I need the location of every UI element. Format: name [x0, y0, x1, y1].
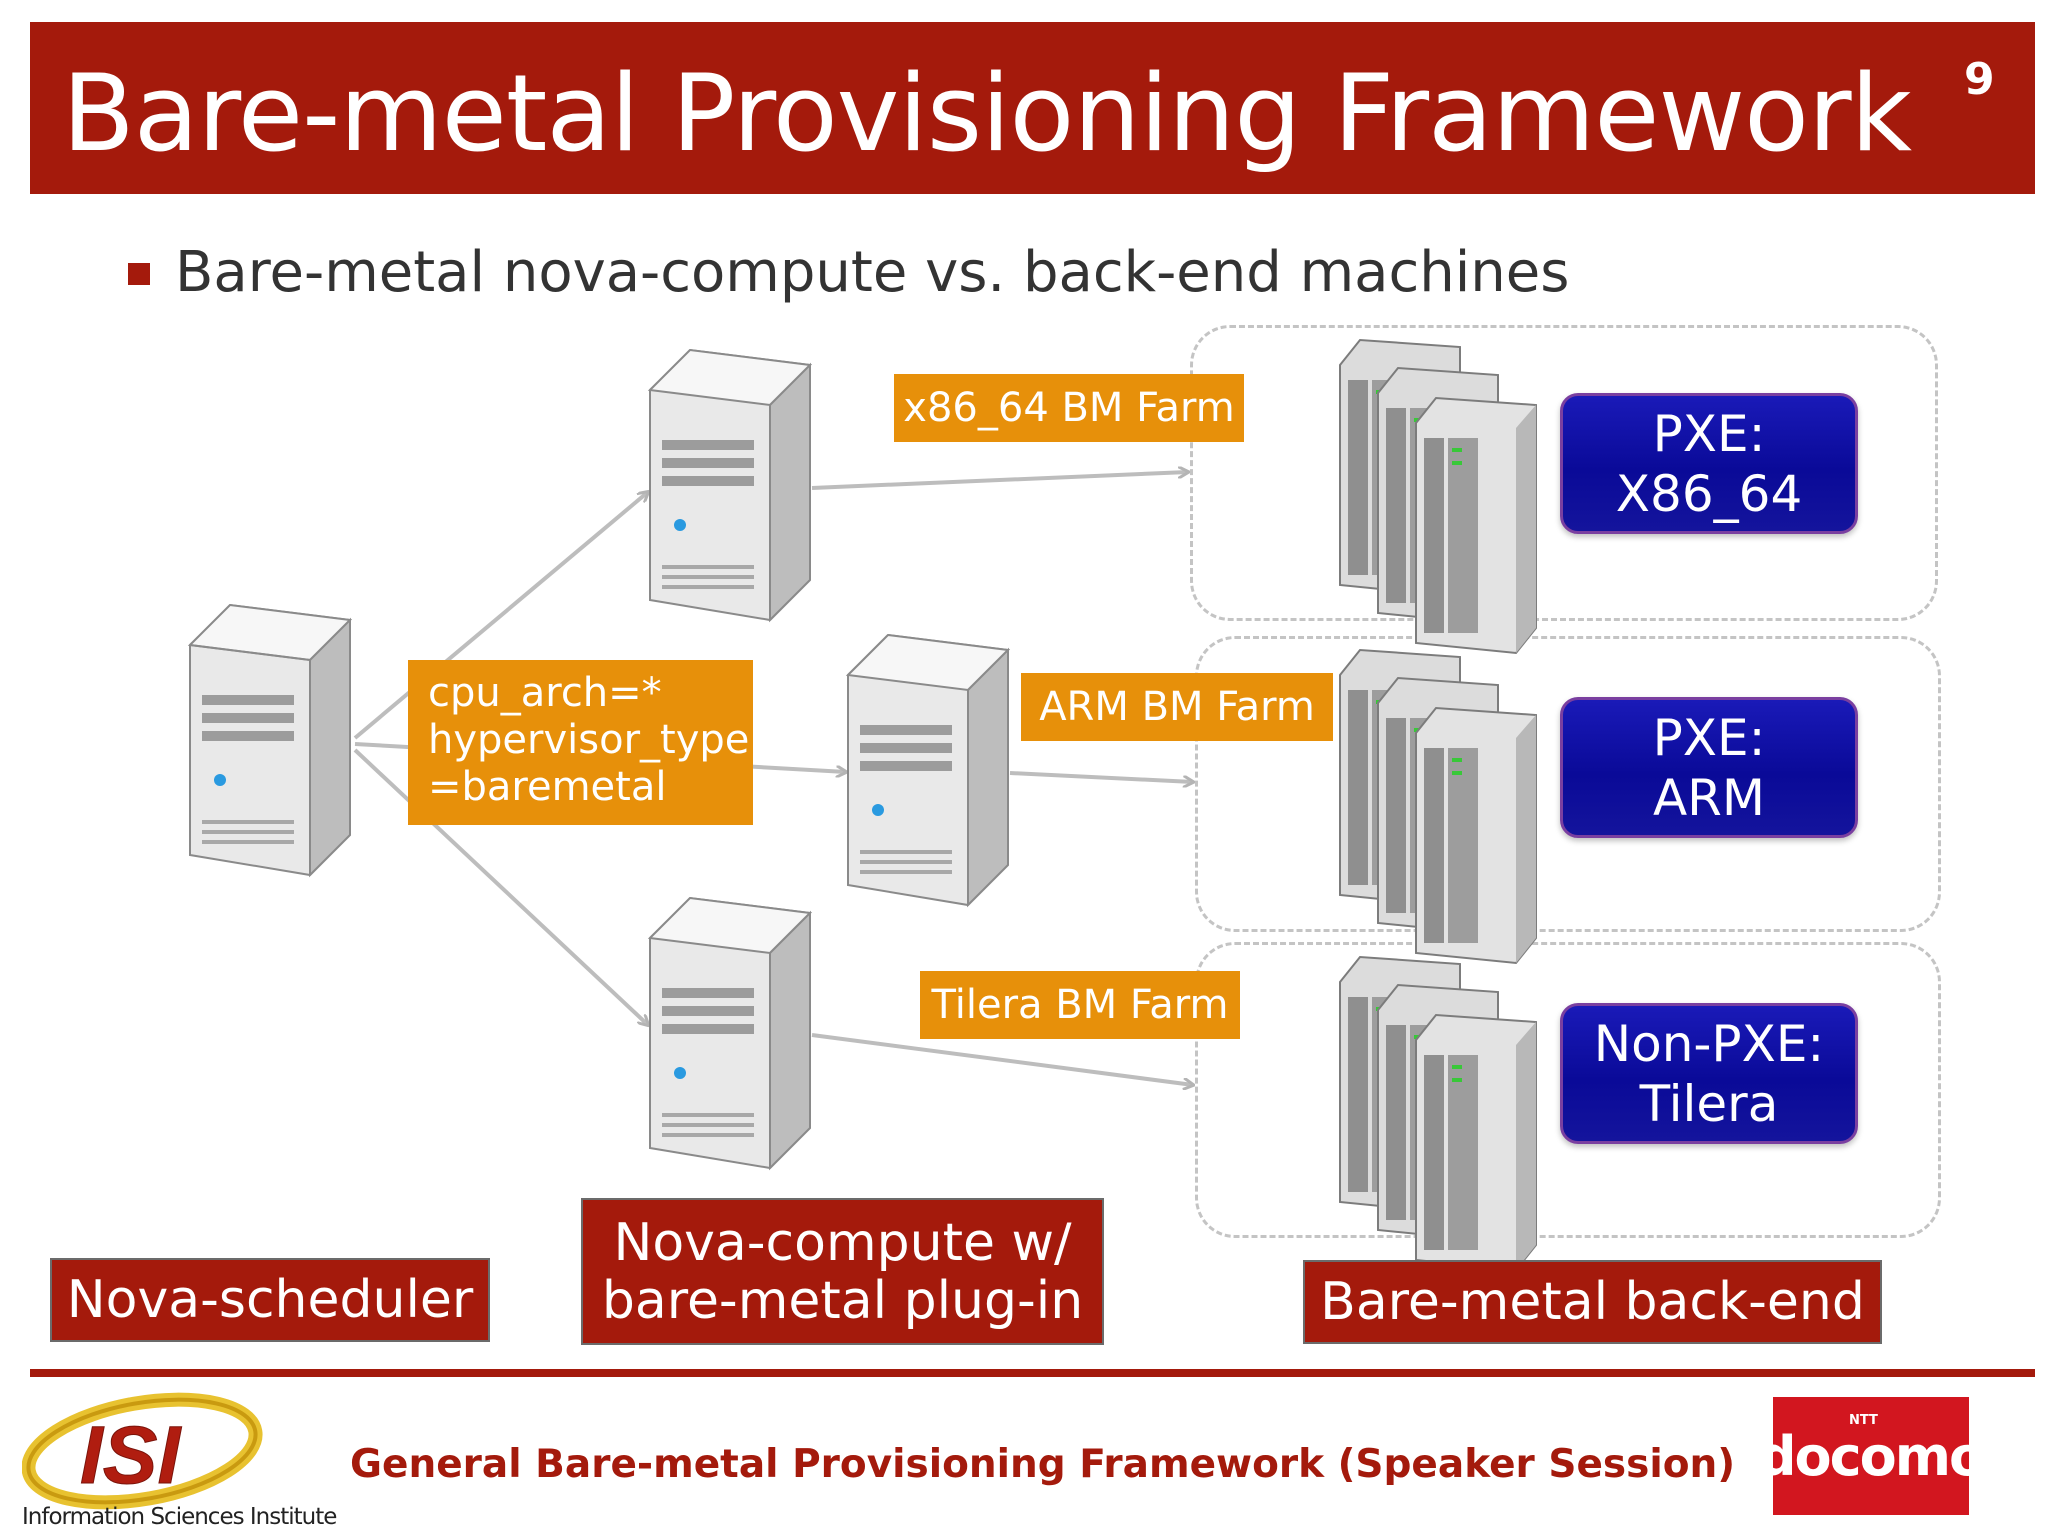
server-rack-x86-icon	[1339, 338, 1537, 655]
filter-line-cpu-arch: cpu_arch=*	[428, 670, 662, 716]
isi-institute-name: Information Sciences Institute	[22, 1504, 337, 1530]
boot-box-x86: PXE: X86_64	[1560, 393, 1858, 534]
caption-nova-scheduler-text: Nova-scheduler	[66, 1270, 474, 1330]
boot-box-tilera-line2: Tilera	[1639, 1074, 1779, 1133]
arrow-arm-compute-to-farm	[1009, 771, 1193, 782]
boot-box-arm-line1: PXE:	[1652, 708, 1766, 767]
compute-server-x86-icon	[647, 348, 813, 623]
filter-line-hypervisor: hypervisor_type	[428, 717, 750, 763]
boot-box-tilera-line1: Non-PXE:	[1593, 1014, 1825, 1073]
boot-box-tilera: Non-PXE: Tilera	[1560, 1003, 1858, 1144]
caption-bare-metal-backend-text: Bare-metal back-end	[1320, 1272, 1865, 1332]
arrow-tilera-compute-to-farm	[811, 1033, 1193, 1085]
caption-nova-compute-line2: bare-metal plug-in	[601, 1270, 1084, 1331]
docomo-logo: NTT docomo	[1758, 1397, 1986, 1515]
farm-label-arm: ARM BM Farm	[1021, 673, 1333, 741]
farm-label-tilera: Tilera BM Farm	[920, 971, 1240, 1039]
caption-nova-compute-line1: Nova-compute w/	[613, 1212, 1072, 1273]
filter-criteria-box: cpu_arch=* hypervisor_type =baremetal	[408, 660, 753, 825]
farm-group-x86	[1190, 325, 1938, 621]
arrow-x86-compute-to-farm	[811, 472, 1188, 490]
docomo-logo-text: docomo	[1757, 1424, 1986, 1488]
title-bar	[30, 22, 2035, 194]
footer-session-title: General Bare-metal Provisioning Framewor…	[350, 1442, 1736, 1487]
page-number: 9	[1964, 54, 1995, 105]
farm-label-x86: x86_64 BM Farm	[894, 374, 1244, 442]
boot-box-x86-line2: X86_64	[1615, 464, 1803, 523]
boot-box-x86-line1: PXE:	[1652, 404, 1766, 463]
boot-box-arm: PXE: ARM	[1560, 697, 1858, 838]
scheduler-server-icon	[187, 603, 353, 878]
bullet-marker	[128, 263, 150, 285]
caption-bare-metal-backend: Bare-metal back-end	[1303, 1260, 1882, 1344]
server-rack-tilera-icon	[1339, 955, 1537, 1272]
isi-logo-text: ISI	[80, 1410, 182, 1501]
caption-nova-compute: Nova-compute w/ bare-metal plug-in	[581, 1198, 1104, 1345]
server-rack-arm-icon	[1339, 648, 1537, 965]
isi-logo: ISI	[22, 1392, 263, 1510]
footer-divider	[30, 1369, 2035, 1377]
filter-line-baremetal: =baremetal	[428, 764, 667, 810]
slide-title: Bare-metal Provisioning Framework	[62, 52, 1912, 175]
farm-group-tilera	[1195, 942, 1941, 1238]
bullet-text: Bare-metal nova-compute vs. back-end mac…	[175, 240, 1570, 305]
caption-nova-scheduler: Nova-scheduler	[50, 1258, 490, 1342]
compute-server-tilera-icon	[647, 896, 813, 1171]
boot-box-arm-line2: ARM	[1652, 768, 1766, 827]
docomo-ntt-mark: NTT	[1849, 1413, 1878, 1428]
farm-group-arm	[1195, 636, 1941, 932]
compute-server-arm-icon	[845, 633, 1011, 908]
